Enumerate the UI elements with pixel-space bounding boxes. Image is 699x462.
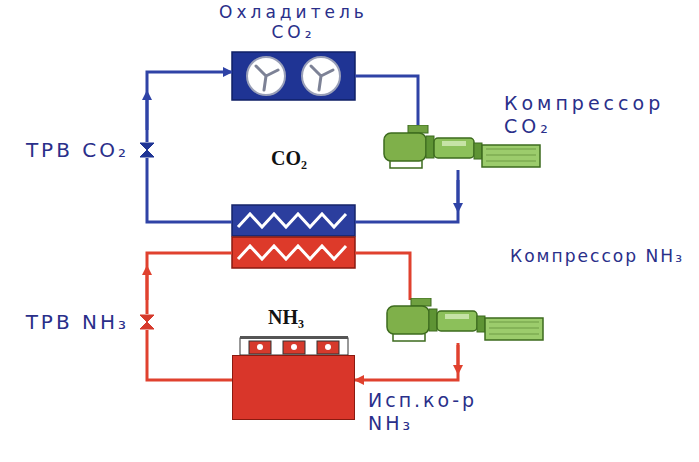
- expansion-valve: ТРВ CO₂: [139, 142, 155, 158]
- compressor: Компрессор CO₂: [382, 125, 542, 170]
- compressor: Компрессор NH₃: [385, 298, 545, 343]
- component-label: ТРВ NH₃: [26, 310, 129, 334]
- component-label: Охладитель CO₂: [198, 2, 389, 43]
- component-label: Компрессор NH₃: [510, 246, 699, 267]
- valve-symbol: [139, 142, 155, 158]
- loop-label: NH₃: [268, 306, 304, 329]
- pipe-connector: [355, 76, 418, 125]
- component-label: ТРВ CO₂: [26, 138, 129, 162]
- cooler-unit: [232, 52, 355, 100]
- evaporative-condenser: Исп.ко-р NH₃: [232, 355, 355, 420]
- loop-label: CO₂: [271, 147, 307, 170]
- component-label: Компрессор CO₂: [504, 92, 694, 138]
- cascade-heat-exchanger: [232, 205, 355, 268]
- pipe-connector: [147, 72, 232, 142]
- pipe-connector: [355, 343, 458, 380]
- expansion-valve: ТРВ NH₃: [139, 314, 155, 330]
- component-label: Исп.ко-р NH₃: [368, 389, 508, 435]
- condenser-fans: [240, 336, 348, 355]
- compressor-symbol: [385, 298, 545, 343]
- pipe: [147, 95, 458, 370]
- valve-symbol: [139, 314, 155, 330]
- pipe-connector: [147, 330, 232, 380]
- air-cooler: Охладитель CO₂: [232, 52, 355, 100]
